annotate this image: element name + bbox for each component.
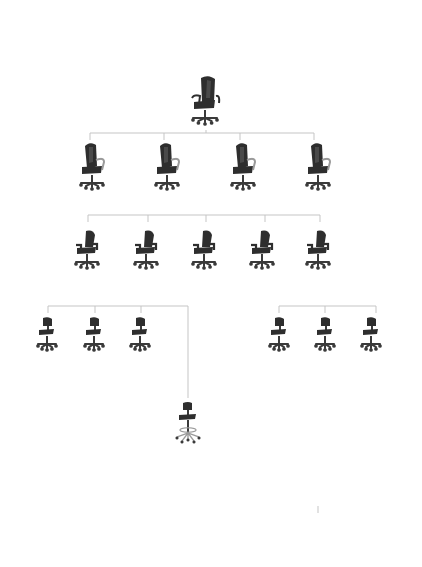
armless-task-chair-icon (360, 317, 382, 352)
chairs-group (36, 76, 382, 444)
armless-task-chair-icon (83, 317, 105, 352)
task-chair-icon (133, 230, 159, 270)
manager-chair-icon (79, 143, 106, 191)
task-chair-icon (74, 230, 100, 270)
drafting-stool-icon (175, 402, 201, 444)
manager-chair-icon (230, 143, 257, 191)
task-chair-icon (249, 230, 275, 270)
armless-task-chair-icon (314, 317, 336, 352)
connector-lines (47, 130, 377, 398)
task-chair-icon (305, 230, 331, 270)
task-chair-icon (191, 230, 217, 270)
manager-chair-icon (154, 143, 181, 191)
armless-task-chair-icon (36, 317, 58, 352)
armless-task-chair-icon (268, 317, 290, 352)
armless-task-chair-icon (129, 317, 151, 352)
manager-chair-icon (305, 143, 332, 191)
executive-chair-icon (191, 76, 221, 126)
